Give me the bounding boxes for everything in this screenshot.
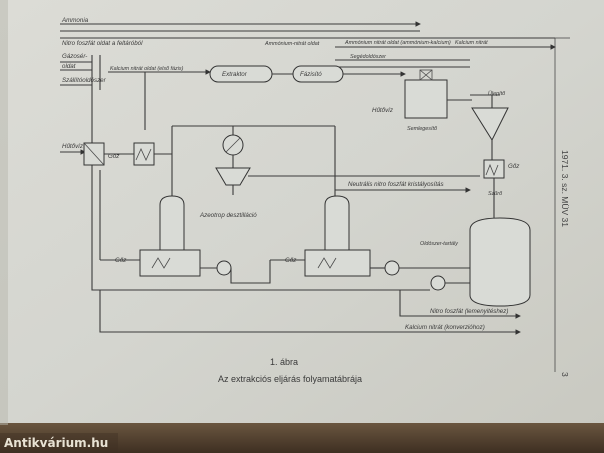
diagram-labels: Ammonia Nitro foszfát oldat a feltáróból… bbox=[61, 17, 520, 331]
label-nitric-phosphate-out: Nitro foszfát (lemenyitéshez) bbox=[430, 308, 508, 315]
settler-cone bbox=[471, 107, 509, 160]
watermark: Antikvárium.hu bbox=[4, 436, 108, 450]
heat-exchanger-left bbox=[83, 142, 155, 166]
input-lines bbox=[60, 21, 556, 86]
label-extractor: Extraktor bbox=[222, 71, 248, 78]
label-storage-tank: Oldószer-tartály bbox=[420, 241, 458, 247]
neutralizer-vessel bbox=[404, 69, 448, 119]
label-cooling-water-right: Hűtővíz bbox=[372, 107, 394, 114]
label-calcium-nitrate: Kalcium nitrát bbox=[455, 40, 488, 46]
paper-page bbox=[0, 0, 604, 425]
label-ammonia: Ammonia bbox=[61, 17, 89, 24]
label-waste: Ülepítő bbox=[488, 90, 506, 97]
label-solvent: Szállítóoldószer bbox=[62, 77, 107, 84]
label-recycle: Neutrális nitro foszfát kristályosítás bbox=[348, 181, 444, 188]
heat-exchanger-right bbox=[483, 159, 505, 179]
margin-page-number: 3 bbox=[560, 372, 570, 377]
label-ammonium-nitrate-conc: Ammónium nitrát oldat (ammónium-kalcium) bbox=[344, 40, 451, 46]
label-calcium-nitrate-solution: Kalcium nitrát oldat (első fázis) bbox=[110, 66, 184, 72]
page-bottom-edge bbox=[0, 423, 604, 453]
label-scrubber: Gázosér- bbox=[62, 53, 87, 60]
reboiler-2 bbox=[304, 249, 446, 291]
label-steam-left: Gőz bbox=[108, 153, 120, 160]
label-separator: Fázisító bbox=[300, 71, 322, 78]
reboiler-1 bbox=[139, 249, 232, 277]
margin-reference: 1971. 3. sz. MÜV 31 bbox=[560, 150, 570, 227]
label-ammonium-nitrate-solution: Ammónium-nitrát oldat bbox=[264, 41, 320, 47]
central-loop bbox=[171, 125, 336, 205]
distillation-column-1 bbox=[159, 195, 185, 251]
label-cooling-water-left: Hűtővíz bbox=[62, 143, 84, 150]
label-solution-top: oldat bbox=[62, 63, 76, 70]
label-nitric-phosphate: Nitro foszfát oldat a feltáróból bbox=[62, 40, 143, 47]
solvent-storage-tank bbox=[469, 217, 531, 307]
figure-number: 1. ábra bbox=[270, 357, 298, 367]
label-crystallizer: Semlegesítő bbox=[407, 126, 438, 132]
label-aux-solution: Segédoldószer bbox=[350, 54, 386, 60]
figure-title: Az extrakciós eljárás folyamatábrája bbox=[218, 374, 362, 384]
label-calcium-nitrate-out: Kalcium nitrát (konverzióhoz) bbox=[405, 324, 485, 331]
label-steam-mid2: Gőz bbox=[285, 257, 297, 264]
distillation-column-2 bbox=[324, 195, 350, 251]
label-azeotrope: Azeotrop desztilláció bbox=[199, 212, 257, 219]
label-filter: Szűrő bbox=[488, 191, 503, 197]
label-steam-right: Gőz bbox=[508, 163, 520, 170]
label-steam-mid1: Gőz bbox=[115, 257, 127, 264]
